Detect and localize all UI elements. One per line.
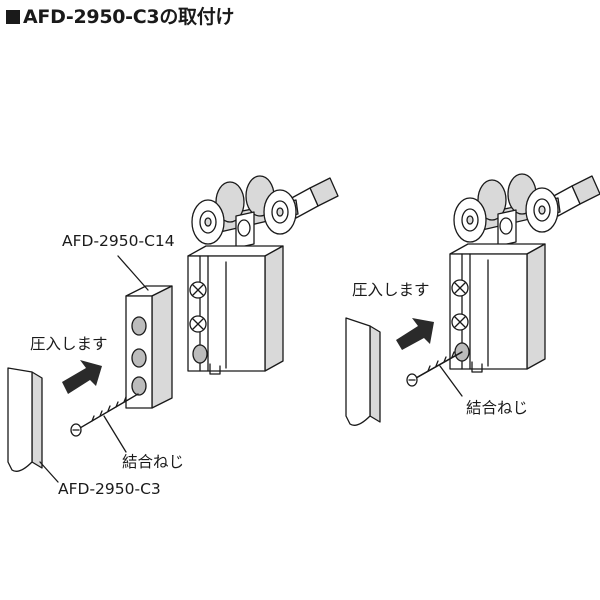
title-text: AFD-2950-C3の取付け [23,6,235,28]
c3-leader-line [39,461,59,483]
c14-label: AFD-2950-C14 [62,232,175,250]
title-square-icon [6,10,20,24]
c3-cap-right [345,317,381,426]
c3-cap-left [7,367,43,472]
press-arrow-right-icon [396,318,434,350]
screw-leader-line-right [439,365,463,397]
press-label-left: 圧入します [30,335,108,353]
right-hanger-assembly [449,173,600,373]
screw-label-right: 結合ねじ [466,399,529,417]
c14-leader-line [117,255,149,291]
c3-label: AFD-2950-C3 [58,480,161,498]
press-arrow-left-icon [62,360,102,394]
right-screw [406,351,463,387]
screw-label-left: 結合ねじ [122,453,185,471]
page-title: AFD-2950-C3の取付け [6,2,234,29]
left-screw [70,393,139,437]
press-label-right: 圧入します [352,281,430,299]
screw-leader-line-left [103,415,127,453]
left-hanger-assembly [187,175,339,375]
c14-block [125,285,173,409]
